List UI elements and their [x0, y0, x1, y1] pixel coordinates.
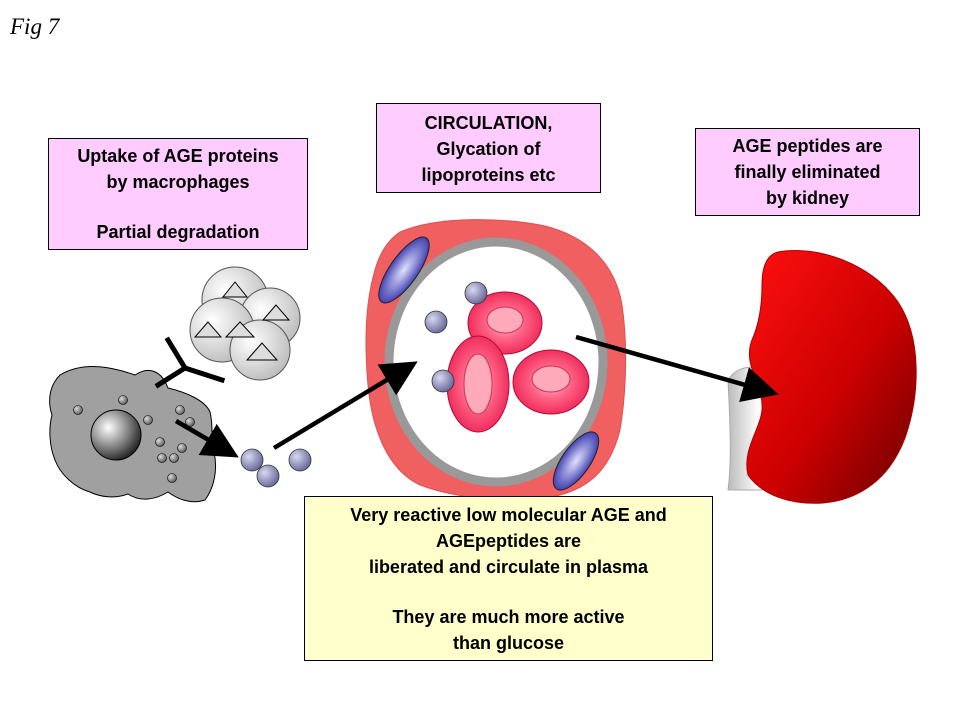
- age-protein-icon: [189, 266, 301, 381]
- reactive-line-3: liberated and circulate in plasma: [368, 557, 649, 577]
- uptake-label-box: Uptake of AGE proteins by macrophages Pa…: [48, 138, 308, 250]
- kidney-line-3: by kidney: [765, 188, 850, 208]
- reactive-line-1: Very reactive low molecular AGE and: [350, 505, 667, 525]
- spacer: [305, 580, 712, 604]
- vesicle-dots: [73, 395, 195, 483]
- particle-icon: [240, 448, 312, 488]
- circulation-line-3: lipoproteins etc: [421, 165, 556, 185]
- receptor-icon: [154, 336, 226, 389]
- kidney-icon: [727, 249, 917, 504]
- circulation-label-box: CIRCULATION, Glycation of lipoproteins e…: [376, 103, 601, 193]
- plasma-particle-icon: [424, 281, 488, 393]
- circulation-line-2: Glycation of: [436, 139, 541, 159]
- reactive-line-4: They are much more active: [392, 607, 625, 627]
- uptake-line-1: Uptake of AGE proteins: [77, 146, 279, 166]
- reactive-line-5: than glucose: [452, 633, 564, 653]
- blood-vessel-icon: [365, 219, 627, 501]
- uptake-line-3: Partial degradation: [96, 222, 260, 242]
- figure-label: Fig 7: [10, 14, 60, 39]
- red-blood-cell-icon: [446, 291, 590, 433]
- spacer: [49, 195, 307, 219]
- uptake-line-2: by macrophages: [106, 172, 250, 192]
- arrow-icon: [174, 334, 779, 458]
- reactive-age-label-box: Very reactive low molecular AGE and AGEp…: [304, 496, 713, 661]
- circulation-line-1: CIRCULATION,: [424, 113, 553, 133]
- reactive-line-2: AGEpeptides are: [435, 531, 582, 551]
- macrophage-icon: [49, 366, 217, 503]
- kidney-line-1: AGE peptides are: [732, 136, 883, 156]
- kidney-label-box: AGE peptides are finally eliminated by k…: [695, 128, 920, 216]
- kidney-line-2: finally eliminated: [734, 162, 881, 182]
- endothelial-cell-icon: [378, 236, 600, 491]
